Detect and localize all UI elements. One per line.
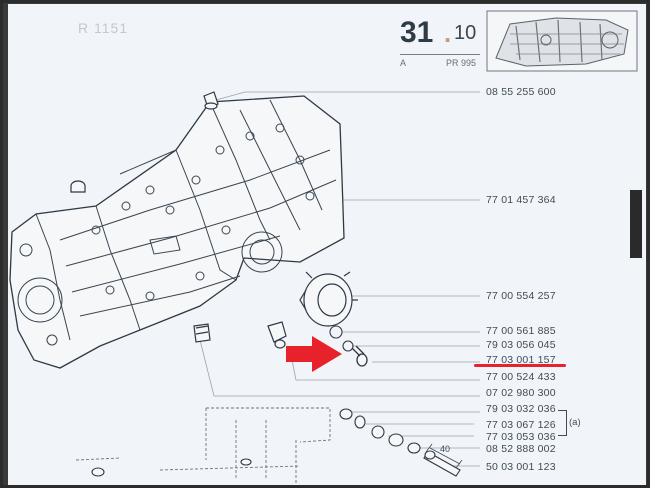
dimension-label: 40 — [440, 444, 450, 454]
part-number: 79 03 056 045 — [486, 339, 556, 351]
part-number: 77 00 561 885 — [486, 325, 556, 337]
gearbox-thumbnail — [486, 10, 638, 72]
group-bracket — [558, 410, 567, 436]
gearbox-casing — [9, 95, 345, 369]
speedometer-gear — [299, 271, 358, 327]
drain-plug — [267, 321, 287, 349]
part-number: 50 03 001 123 — [486, 461, 556, 473]
dimension-marker — [425, 443, 463, 469]
part-number: 77 03 053 036 — [486, 431, 556, 443]
part-number: 07 02 980 300 — [486, 387, 556, 399]
side-plug — [70, 180, 86, 193]
leader-lines — [199, 91, 480, 467]
section-subnumber: 10 — [454, 22, 477, 44]
section-number: 31 — [400, 16, 434, 49]
part-number: 08 55 255 600 — [486, 86, 556, 98]
part-number: 77 03 067 126 — [486, 419, 556, 431]
part-number: 77 00 524 433 — [486, 371, 556, 383]
part-number: 77 01 457 364 — [486, 194, 556, 206]
highlighted-part-number: 77 03 001 157 — [486, 354, 556, 366]
stud-assembly — [339, 408, 461, 477]
lower-housing-outline — [75, 407, 331, 486]
binder-tab — [630, 190, 642, 258]
casing-details — [17, 99, 337, 346]
part-number: 77 00 554 257 — [486, 290, 556, 302]
document-code: R 1151 — [78, 20, 129, 36]
group-label: (a) — [569, 417, 581, 428]
filler-plug — [193, 323, 211, 343]
part-number: 08 52 888 002 — [486, 443, 556, 455]
highlight-arrow — [286, 336, 342, 372]
lower-bolt — [91, 458, 252, 477]
lock-ring — [329, 325, 354, 352]
section-label-a: A — [400, 58, 407, 68]
header-rule — [400, 54, 480, 55]
highlighted-bolt — [351, 345, 368, 367]
part-number: 79 03 032 036 — [486, 403, 556, 415]
section-dot: . — [444, 18, 452, 48]
breather-plug — [203, 91, 219, 110]
highlight-underline — [474, 364, 566, 367]
page-reference: PR 995 — [446, 58, 477, 68]
